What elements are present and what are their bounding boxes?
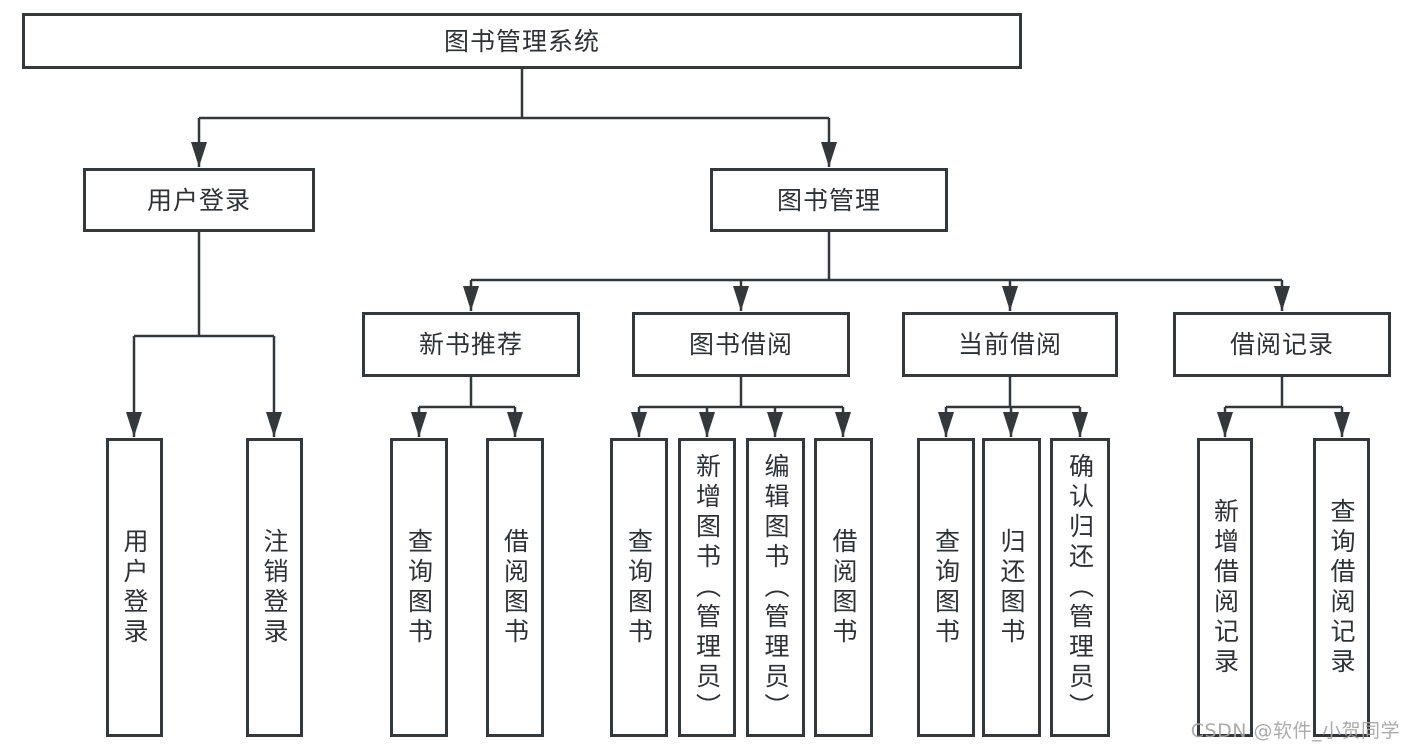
current-confirm-return-admin: 确认归还（管理员） (1050, 438, 1110, 737)
recommend-borrow-books: 借阅图书 (486, 438, 544, 737)
borrow-borrow-books: 借阅图书 (814, 438, 873, 737)
records-query-record: 查询借阅记录 (1313, 438, 1370, 737)
leaf-user-login: 用户登录 (106, 438, 163, 737)
node-current-borrow: 当前借阅 (902, 312, 1118, 377)
recommend-query-books: 查询图书 (390, 438, 448, 737)
borrow-query-books: 查询图书 (610, 438, 668, 737)
recommend-borrow-books-label: 借阅图书 (500, 527, 530, 648)
node-new-book-recommend-label: 新书推荐 (418, 330, 523, 359)
leaf-logout: 注销登录 (246, 438, 303, 737)
node-user-login-label: 用户登录 (146, 185, 251, 215)
node-current-borrow-label: 当前借阅 (957, 330, 1062, 359)
node-book-borrow-label: 图书借阅 (688, 330, 793, 359)
borrow-edit-books-admin: 编辑图书（管理员） (746, 438, 805, 737)
current-query-books-label: 查询图书 (931, 527, 961, 648)
borrow-query-books-label: 查询图书 (624, 527, 654, 648)
node-user-login: 用户登录 (83, 168, 315, 232)
leaf-logout-label: 注销登录 (260, 527, 289, 648)
leaf-user-login-label: 用户登录 (120, 527, 149, 648)
borrow-borrow-books-label: 借阅图书 (829, 527, 858, 648)
node-root-label: 图书管理系统 (443, 26, 600, 56)
current-return-books-label: 归还图书 (997, 527, 1026, 648)
records-add-record-label: 新增借阅记录 (1210, 497, 1240, 678)
node-book-borrow: 图书借阅 (632, 312, 850, 377)
recommend-query-books-label: 查询图书 (404, 527, 434, 648)
borrow-add-books-admin: 新增图书（管理员） (678, 438, 736, 737)
node-new-book-recommend: 新书推荐 (362, 312, 580, 377)
csdn-watermark: CSDN @软件_小贺同学 (1190, 720, 1400, 742)
node-borrow-records-label: 借阅记录 (1229, 330, 1334, 359)
borrow-add-books-admin-label: 新增图书（管理员） (692, 452, 722, 723)
connector-segments (126, 69, 1351, 437)
borrow-edit-books-admin-label: 编辑图书（管理员） (761, 452, 790, 723)
node-book-management: 图书管理 (710, 168, 948, 232)
current-query-books: 查询图书 (917, 438, 975, 737)
node-borrow-records: 借阅记录 (1173, 312, 1391, 377)
records-add-record: 新增借阅记录 (1197, 438, 1253, 737)
current-return-books: 归还图书 (982, 438, 1041, 737)
records-query-record-label: 查询借阅记录 (1327, 497, 1356, 678)
current-confirm-return-admin-label: 确认归还（管理员） (1065, 452, 1095, 723)
node-book-management-label: 图书管理 (776, 185, 881, 215)
node-root: 图书管理系统 (22, 13, 1022, 69)
